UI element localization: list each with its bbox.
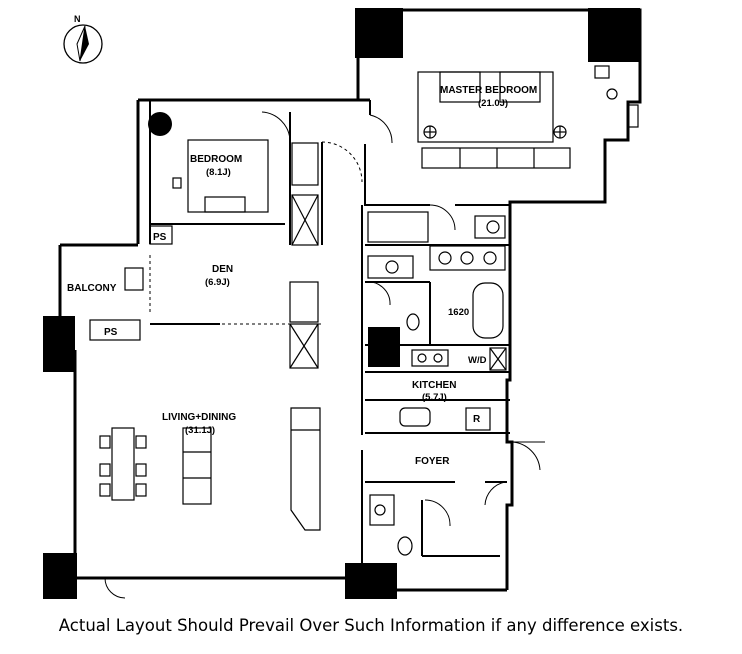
den-furniture — [124, 267, 319, 369]
balcony-label: BALCONY — [67, 283, 117, 294]
interior-walls — [149, 100, 510, 578]
kitchen-label: KITCHEN — [412, 380, 456, 391]
compass-icon — [63, 24, 103, 64]
ps-box-upper — [149, 225, 173, 245]
bath-fixtures — [367, 211, 507, 556]
living-sofa — [182, 407, 321, 531]
living-dining-label: LIVING+DINING — [162, 412, 236, 423]
door-swings — [104, 111, 545, 599]
ps-lower-label: PS — [104, 327, 118, 338]
bedroom-bed — [172, 139, 319, 246]
den-label: DEN — [212, 264, 233, 275]
den-size: (6.9J) — [205, 277, 230, 288]
bedroom-size: (8.1J) — [206, 167, 231, 178]
foyer-label: FOYER — [415, 456, 450, 467]
structural-columns — [43, 8, 640, 599]
disclaimer-text: Actual Layout Should Prevail Over Such I… — [58, 616, 684, 635]
ps-upper-label: PS — [153, 232, 167, 243]
ps-box-lower — [89, 319, 141, 341]
kitchen-size: (5.7J) — [422, 392, 447, 403]
bath-size-label: 1620 — [448, 307, 469, 318]
living-dining-size: (31.1J) — [185, 425, 215, 436]
master-bedroom-size: (21.0J) — [478, 98, 508, 109]
dining-table — [99, 427, 147, 501]
washer-dryer-label: W/D — [468, 355, 487, 366]
master-bedroom-label: MASTER BEDROOM — [440, 85, 537, 96]
bedroom-label: BEDROOM — [190, 154, 242, 165]
floor-plan: N — [43, 8, 642, 599]
refrigerator-label: R — [473, 414, 481, 425]
master-bed — [417, 65, 639, 169]
compass-north-label: N — [74, 14, 81, 24]
